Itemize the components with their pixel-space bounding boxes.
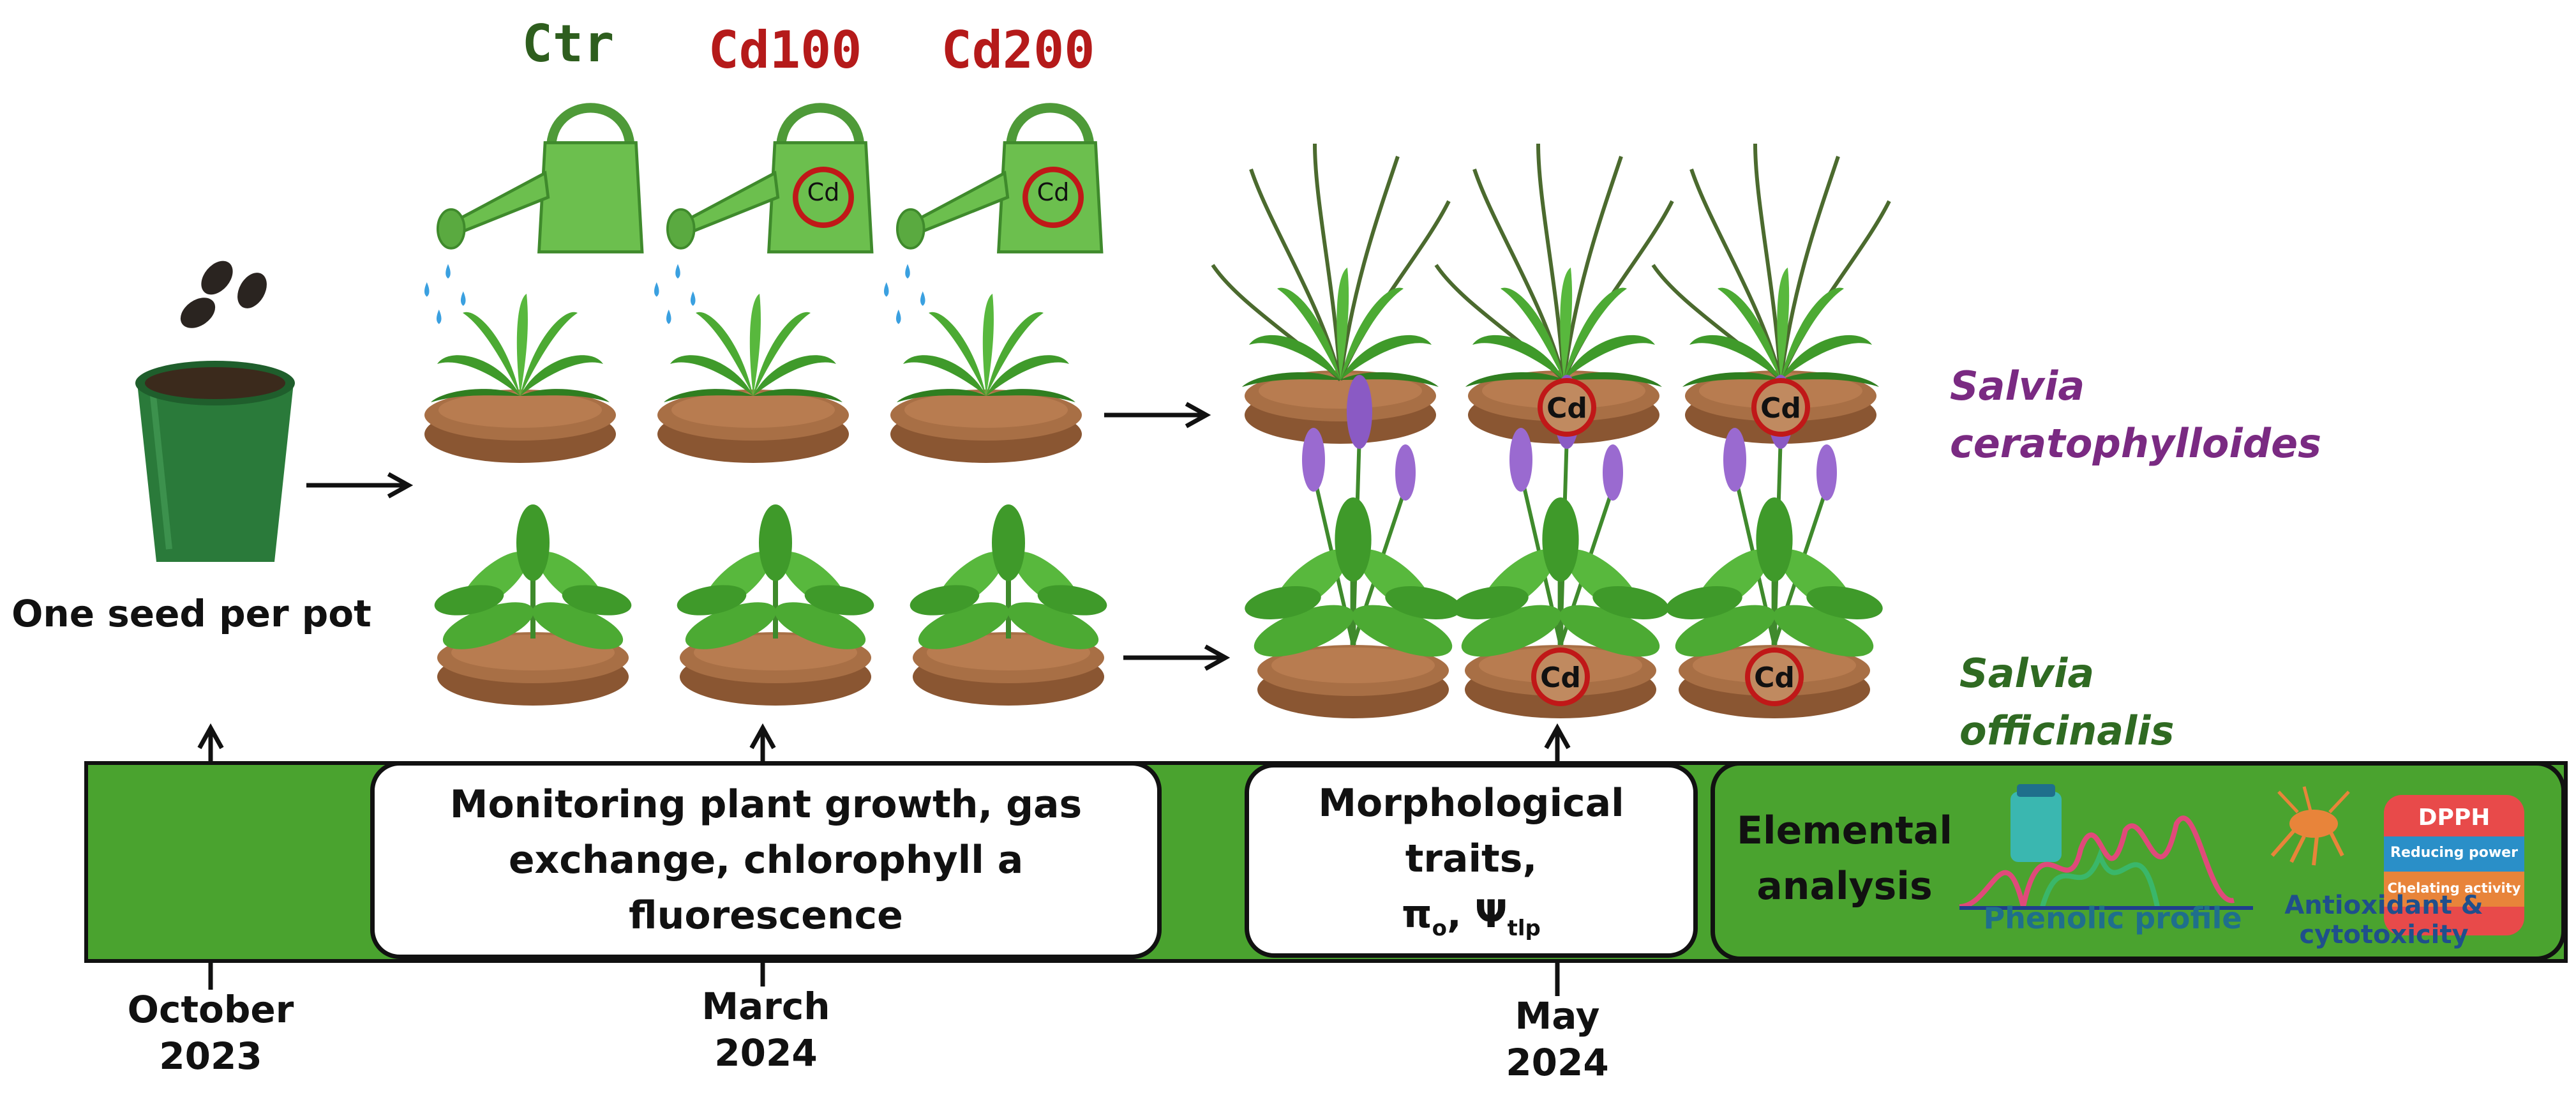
species-officinalis-epithet: officinalis xyxy=(1959,707,2175,754)
species-ceratophylloides-epithet: ceratophylloides xyxy=(1950,420,2322,467)
cd-text-off-200: Cd xyxy=(1754,662,1795,694)
phenolic-profile-icon xyxy=(1959,784,2253,910)
date-march-2024: March 2024 xyxy=(701,985,830,1075)
seeds-illustration xyxy=(180,261,267,328)
treatment-label-cd200: Cd200 xyxy=(941,20,1095,80)
psi-subscript: tlp xyxy=(1507,916,1541,942)
pi-symbol: π xyxy=(1402,892,1432,937)
assay-panel-icon xyxy=(2384,795,2524,935)
species-label-officinalis: Salvia officinalis xyxy=(1959,645,2175,760)
brine-shrimp-icon xyxy=(2270,786,2350,866)
pi-subscript: o xyxy=(1432,916,1447,942)
cd-text-cer-200: Cd xyxy=(1760,392,1801,425)
pot-illustration xyxy=(135,361,295,562)
elemental-line2: analysis xyxy=(1756,864,1933,909)
morphology-box: Morphological traits, πo, Ψtlp xyxy=(1245,763,1698,958)
watering-can-cd100 xyxy=(654,108,872,324)
antioxidant-label: Antioxidant & cytotoxicity xyxy=(2259,891,2508,949)
cd-text-can-cd200: Cd xyxy=(1037,178,1070,206)
psi-symbol: Ψ xyxy=(1474,892,1508,937)
watering-can-ctr xyxy=(424,108,642,324)
monitoring-line2: exchange, chlorophyll a fluorescence xyxy=(508,837,1024,938)
antioxidant-line1: Antioxidant & xyxy=(2284,891,2483,920)
monitoring-box: Monitoring plant growth, gas exchange, c… xyxy=(370,761,1162,959)
elemental-analysis-label: Elemental analysis xyxy=(1723,803,1966,914)
watering-can-cd200 xyxy=(884,108,1102,324)
phenolic-profile-label: Phenolic profile xyxy=(1983,901,2242,935)
morphology-line2: πo, Ψtlp xyxy=(1402,892,1541,942)
assay-dpph: DPPH xyxy=(2418,805,2490,831)
treatment-label-cd100: Cd100 xyxy=(708,20,862,80)
cd-text-can-cd100: Cd xyxy=(807,178,840,206)
species-label-ceratophylloides: Salvia ceratophylloides xyxy=(1950,358,2321,473)
morphology-line1: Morphological traits, xyxy=(1318,781,1624,882)
analysis-box xyxy=(1711,761,2566,961)
elemental-line1: Elemental xyxy=(1737,808,1952,853)
cd-text-cer-100: Cd xyxy=(1546,392,1587,425)
cd-text-off-100: Cd xyxy=(1540,662,1581,694)
seedling-row-ceratophylloides xyxy=(424,294,1082,463)
antioxidant-line2: cytotoxicity xyxy=(2299,920,2469,949)
treatment-label-ctr: Ctr xyxy=(521,14,615,73)
species-ceratophylloides-genus: Salvia xyxy=(1950,363,2085,409)
seed-caption: One seed per pot xyxy=(11,592,371,635)
date-october-2023: October 2023 xyxy=(127,988,294,1078)
species-officinalis-genus: Salvia xyxy=(1959,650,2095,697)
assay-chelating: Chelating activity xyxy=(2387,881,2521,896)
date-may-2024: May 2024 xyxy=(1506,994,1609,1084)
monitoring-line1: Monitoring plant growth, gas xyxy=(449,782,1082,827)
assay-reducing-power: Reducing power xyxy=(2390,845,2518,861)
seedling-row-officinalis xyxy=(432,504,1109,706)
